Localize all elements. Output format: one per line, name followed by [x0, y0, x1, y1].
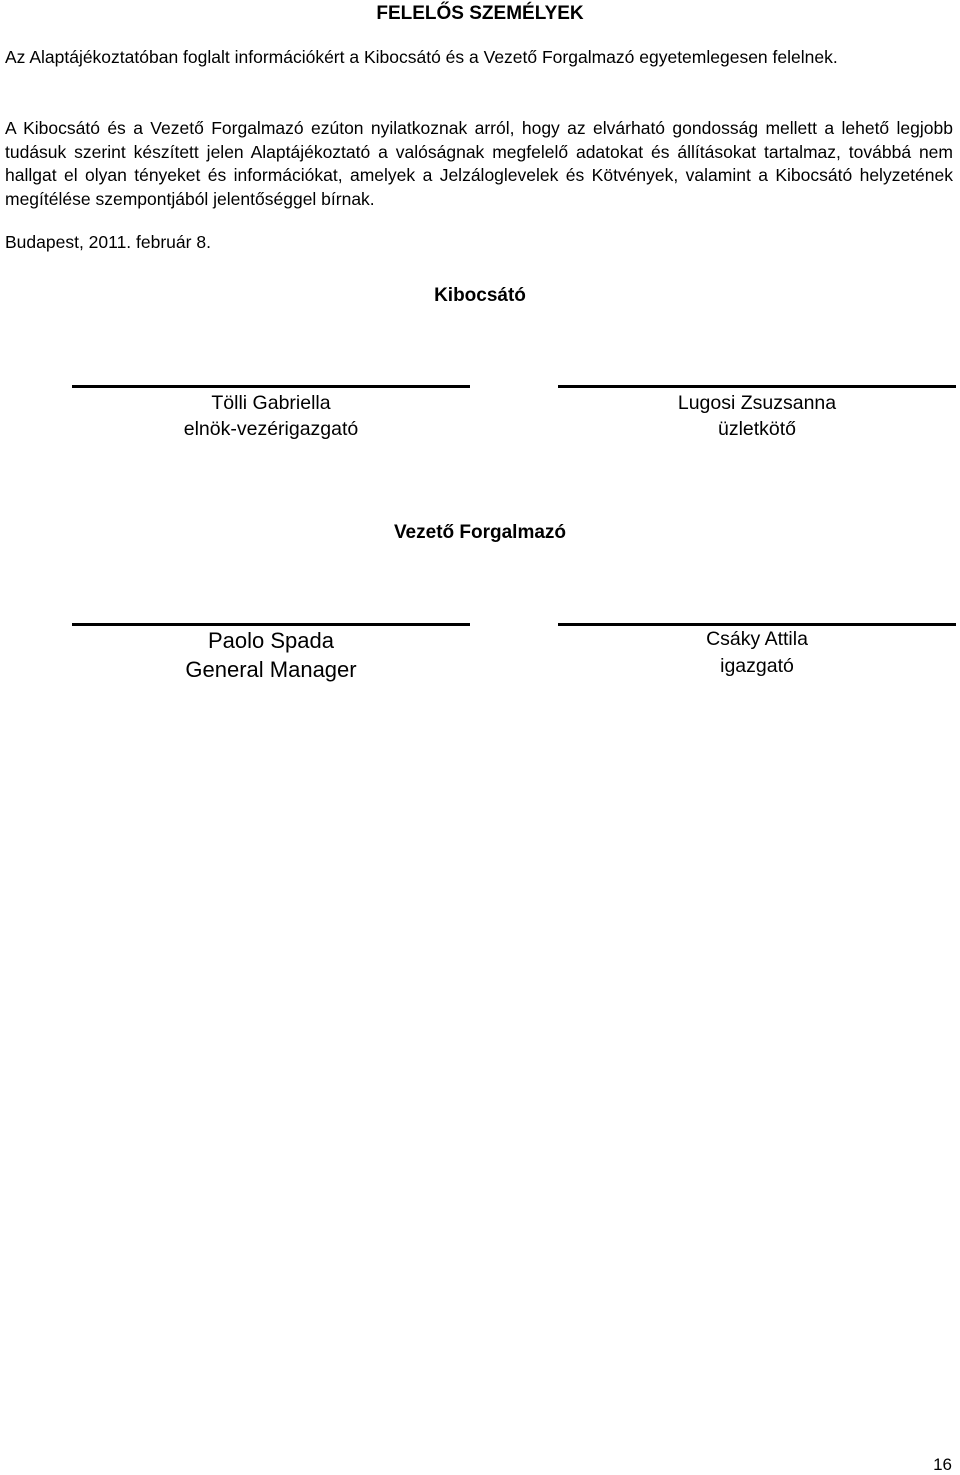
signatory-role: igazgató	[720, 655, 794, 677]
signatory-name: Csáky Attila	[706, 628, 808, 650]
document-title: FELELŐS SZEMÉLYEK	[376, 3, 584, 24]
lead-manager-heading: Vezető Forgalmazó	[393, 522, 567, 543]
paragraph-liability: Az Alaptájékoztatóban foglalt információ…	[5, 47, 838, 67]
signature-block-lead-manager-1: Paolo Spada General Manager	[72, 623, 470, 684]
signature-block-issuer-1: Tölli Gabriella elnök-vezérigazgató	[72, 385, 470, 442]
signature-line	[72, 623, 470, 626]
issuer-heading: Kibocsátó	[434, 285, 526, 306]
place-and-date: Budapest, 2011. február 8.	[5, 232, 211, 252]
signature-block-issuer-2: Lugosi Zsuzsanna üzletkötő	[558, 385, 956, 442]
signature-block-lead-manager-2: Csáky Attila igazgató	[558, 623, 956, 680]
paragraph-declaration: A Kibocsátó és a Vezető Forgalmazó ezúto…	[5, 118, 953, 209]
signatory-role: üzletkötő	[717, 418, 797, 440]
signatory-name: Lugosi Zsuzsanna	[677, 392, 837, 414]
signatory-role: General Manager	[185, 657, 357, 682]
signature-line	[558, 623, 956, 626]
signature-line	[558, 385, 956, 388]
signatory-role: elnök-vezérigazgató	[183, 418, 359, 440]
signatory-name: Tölli Gabriella	[211, 392, 331, 414]
page-number: 16	[933, 1455, 952, 1474]
signature-line	[72, 385, 470, 388]
signatory-name: Paolo Spada	[208, 628, 334, 653]
